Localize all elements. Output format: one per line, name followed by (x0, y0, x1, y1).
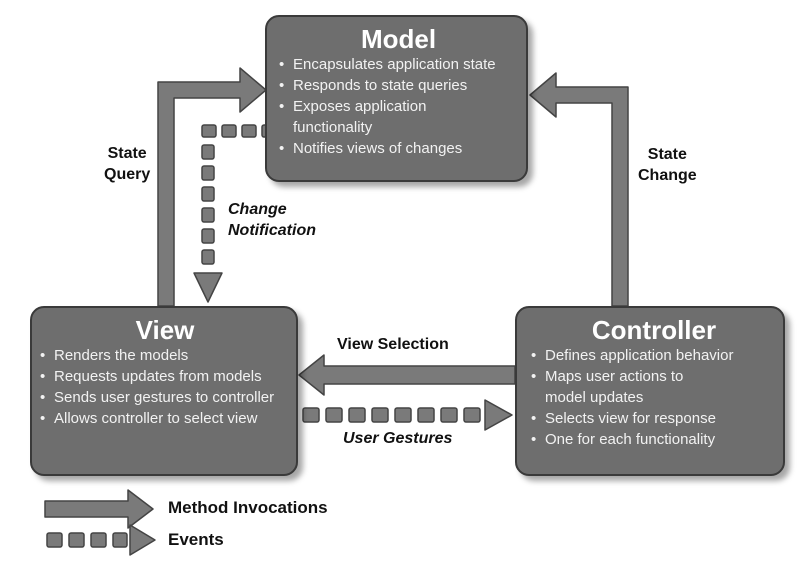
list-item: •Notifies views of changes (279, 140, 463, 157)
state-change-label: State Change (638, 146, 697, 184)
list-item: •Requests updates from models (40, 368, 262, 385)
view-selection-label: View Selection (337, 336, 449, 353)
list-item: •Encapsulates application state (279, 56, 496, 73)
list-item: •Defines application behavior (531, 347, 734, 364)
model-responsibilities: •Encapsulates application state •Respond… (279, 54, 518, 159)
list-item: •Renders the models (40, 347, 189, 364)
controller-box: Controller •Defines application behavior… (515, 306, 785, 476)
legend-method-invocations: Method Invocations (168, 498, 328, 517)
list-item: •Selects view for response (531, 410, 716, 427)
model-title: Model (360, 24, 437, 54)
view-title: View (135, 315, 195, 345)
legend-method-arrow (44, 489, 154, 529)
change-notification-label: Change Notification (228, 201, 316, 239)
state-query-arrow (157, 67, 267, 307)
view-box: View •Renders the models •Requests updat… (30, 306, 298, 476)
user-gestures-arrow (302, 399, 513, 431)
model-box: Model •Encapsulates application state •R… (265, 15, 528, 182)
user-gestures-label: User Gestures (343, 430, 453, 447)
list-item: •One for each functionality (531, 431, 716, 448)
list-item: •Allows controller to select view (40, 410, 258, 427)
change-notification-arrow (193, 124, 277, 303)
list-item: •Responds to state queries (279, 77, 468, 94)
state-query-label: State Query (104, 145, 151, 183)
list-item: •Sends user gestures to controller (40, 389, 275, 406)
view-responsibilities: •Renders the models •Requests updates fr… (40, 345, 290, 429)
view-selection-arrow (298, 354, 516, 396)
controller-responsibilities: •Defines application behavior •Maps user… (531, 345, 777, 450)
legend-events: Events (168, 530, 224, 549)
controller-title: Controller (591, 315, 717, 345)
state-change-arrow (529, 72, 629, 307)
legend-events-arrow (46, 524, 156, 556)
